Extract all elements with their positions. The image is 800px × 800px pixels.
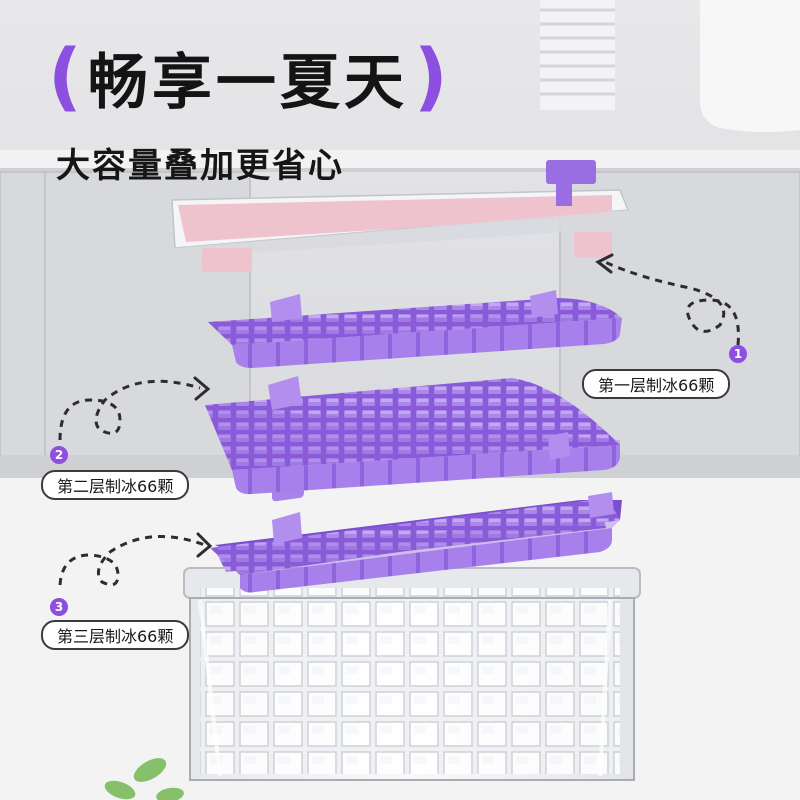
- arrow-heads: [193, 253, 614, 558]
- ice-tray-layer-2: [205, 376, 620, 495]
- ice-storage-box: [183, 567, 641, 781]
- ice-tray-layer-1: [208, 290, 622, 368]
- plant-leaves: [104, 758, 184, 800]
- layer-3-number-badge: 3: [50, 598, 68, 616]
- layer-2-label: 第二层制冰66颗: [41, 470, 190, 500]
- headline-close-paren: ): [413, 34, 448, 120]
- counter-shelf: [0, 150, 800, 170]
- ice-tray-layer-3: [210, 465, 622, 593]
- subheadline: 大容量叠加更省心: [56, 146, 344, 186]
- layer-3-label: 第三层制冰66颗: [41, 620, 190, 650]
- layer-2-number-badge: 2: [50, 446, 68, 464]
- ice-cubes: [200, 588, 620, 774]
- pink-lid: [171, 160, 630, 272]
- layer-1-number-badge: 1: [729, 345, 747, 363]
- window-blinds: [540, 0, 615, 110]
- headline: ( 畅享一夏天 ): [48, 36, 448, 118]
- headline-text: 畅享一夏天: [87, 47, 408, 118]
- layer-1-label: 第一层制冰66颗: [582, 369, 731, 399]
- headline-open-paren: (: [48, 34, 82, 120]
- kettle-appliance: [700, 0, 800, 133]
- dashed-arrows: [58, 260, 740, 587]
